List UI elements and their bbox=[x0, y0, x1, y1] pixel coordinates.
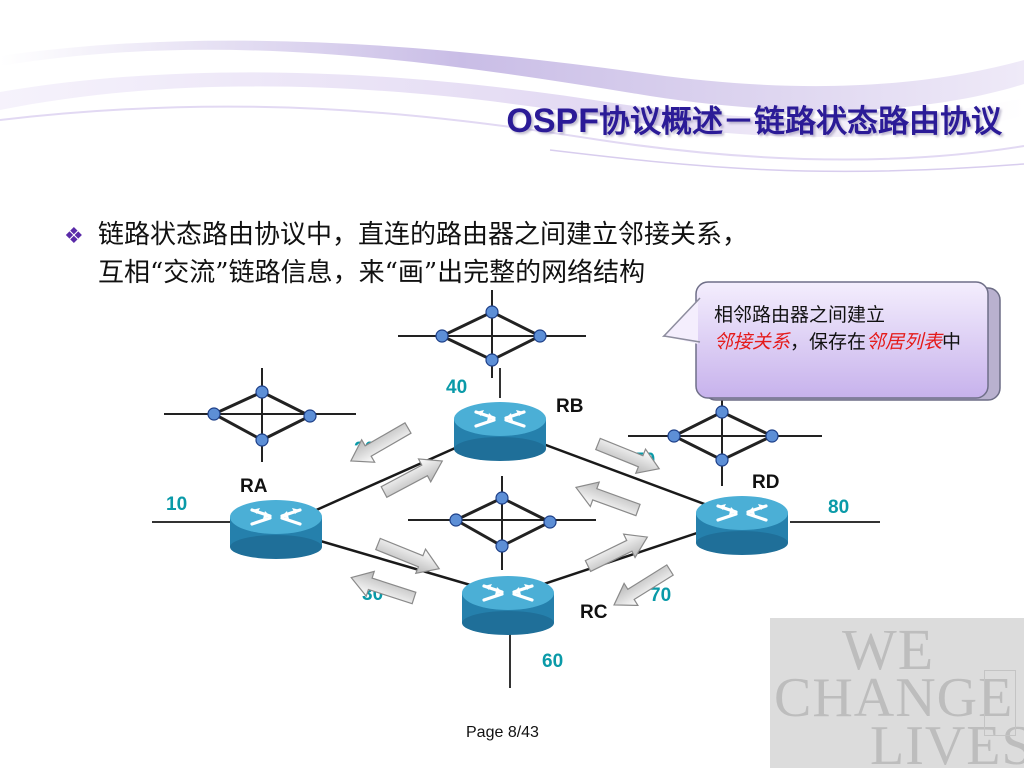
router-rb-icon bbox=[452, 400, 548, 463]
bullet-line-2: 互相“交流”链路信息，来“画”出完整的网络结构 bbox=[98, 258, 646, 288]
title-latin: OSPF bbox=[506, 102, 599, 140]
router-rc-icon bbox=[460, 574, 556, 637]
arrow-rd-to-rb bbox=[570, 474, 644, 523]
bullet-point: ❖ 链路状态路由协议中，直连的路由器之间建立邻接关系， 互相“交流”链路信息，来… bbox=[64, 216, 964, 292]
title-chinese: 协议概述－链路状态路由协议 bbox=[599, 104, 1002, 140]
router-rc-label: RC bbox=[580, 602, 608, 623]
router-rd-icon bbox=[694, 494, 790, 557]
label-net-10: 10 bbox=[166, 494, 187, 515]
router-ra-label: RA bbox=[240, 476, 268, 497]
router-rd-label: RD bbox=[752, 472, 779, 493]
callout-highlight-adjacency: 邻接关系 bbox=[714, 331, 791, 353]
callout-highlight-neighbor-list: 邻居列表 bbox=[866, 331, 943, 353]
diamond-network-middle bbox=[408, 476, 596, 570]
label-net-60: 60 bbox=[542, 651, 563, 672]
slide-title: OSPF协议概述－链路状态路由协议 bbox=[506, 96, 1002, 141]
header-swoosh bbox=[0, 0, 1024, 173]
diamond-network-right bbox=[628, 392, 822, 486]
stub-lines bbox=[152, 368, 880, 688]
seal-stamp-icon bbox=[984, 670, 1016, 736]
callout-text-2: ，保存在 bbox=[790, 331, 867, 353]
watermark-line-3: LIVES bbox=[870, 715, 1024, 768]
router-rb-label: RB bbox=[556, 396, 583, 417]
callout-bubble bbox=[661, 281, 1001, 401]
router-ra-icon bbox=[228, 498, 324, 561]
callout-text-1: 相邻路由器之间建立 bbox=[714, 304, 886, 326]
callout-text: 相邻路由器之间建立 邻接关系，保存在邻居列表中 bbox=[698, 292, 978, 396]
diamond-network-left bbox=[164, 368, 356, 462]
callout-text-3: 中 bbox=[942, 331, 962, 353]
watermark-logo: WE CHANGE LIVES bbox=[770, 618, 1024, 768]
label-net-80: 80 bbox=[828, 497, 849, 518]
label-net-70: 70 bbox=[650, 585, 671, 606]
page-number: Page 8/43 bbox=[466, 724, 539, 741]
diamond-bullet-icon: ❖ bbox=[64, 224, 84, 249]
diamond-network-top bbox=[398, 290, 586, 378]
watermark-line-1: WE bbox=[842, 618, 935, 682]
router-labels: RB RA RC RD bbox=[240, 396, 779, 623]
watermark-line-2: CHANGE bbox=[774, 667, 1014, 729]
label-net-40: 40 bbox=[446, 377, 467, 398]
bullet-line-1: 链路状态路由协议中，直连的路由器之间建立邻接关系， bbox=[98, 220, 749, 250]
